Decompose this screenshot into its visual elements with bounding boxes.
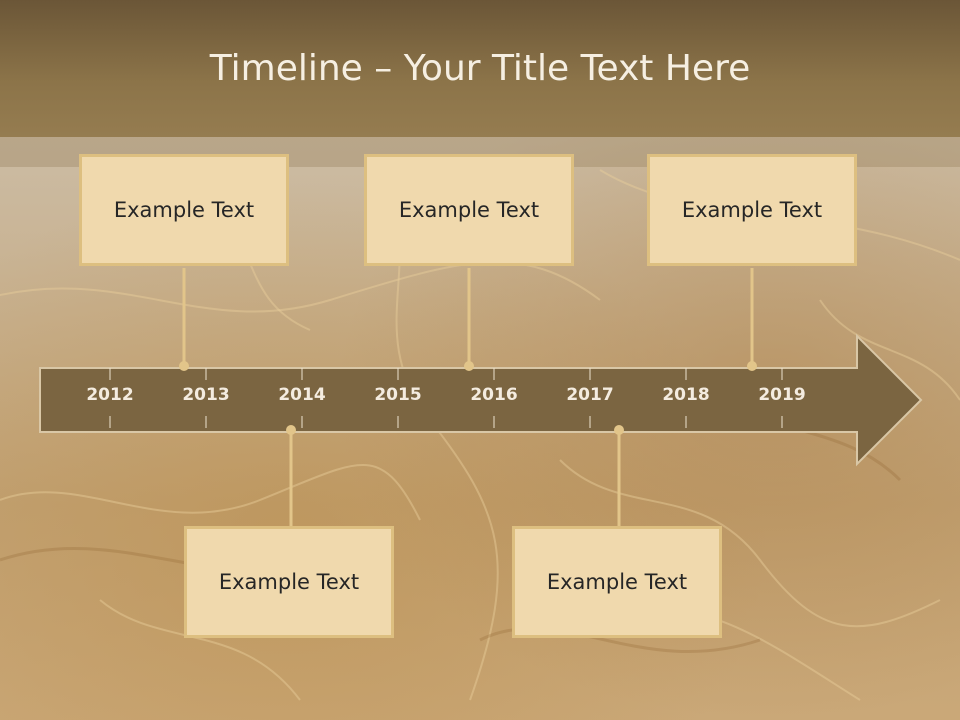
year-label-2014: 2014 — [278, 385, 326, 405]
event-dot-5 — [747, 361, 757, 371]
year-ticks — [109, 368, 783, 428]
event-dot-4 — [614, 425, 624, 435]
connector-dots — [179, 361, 757, 435]
event-card-2: Example Text — [184, 526, 394, 638]
year-label-2017: 2017 — [566, 385, 614, 405]
year-label-2016: 2016 — [470, 385, 518, 405]
event-card-1: Example Text — [79, 154, 289, 266]
slide-title: Timeline – Your Title Text Here — [209, 48, 751, 89]
event-dot-3 — [464, 361, 474, 371]
title-bar — [0, 0, 960, 137]
event-card-3: Example Text — [364, 154, 574, 266]
event-card-5: Example Text — [647, 154, 857, 266]
event-card-4: Example Text — [512, 526, 722, 638]
event-dot-1 — [179, 361, 189, 371]
timeline-arrow — [39, 333, 923, 467]
year-label-2015: 2015 — [374, 385, 422, 405]
event-dot-2 — [286, 425, 296, 435]
year-label-2013: 2013 — [182, 385, 230, 405]
year-label-2019: 2019 — [758, 385, 806, 405]
year-label-2012: 2012 — [86, 385, 134, 405]
connectors — [182, 268, 754, 528]
year-label-2018: 2018 — [662, 385, 710, 405]
